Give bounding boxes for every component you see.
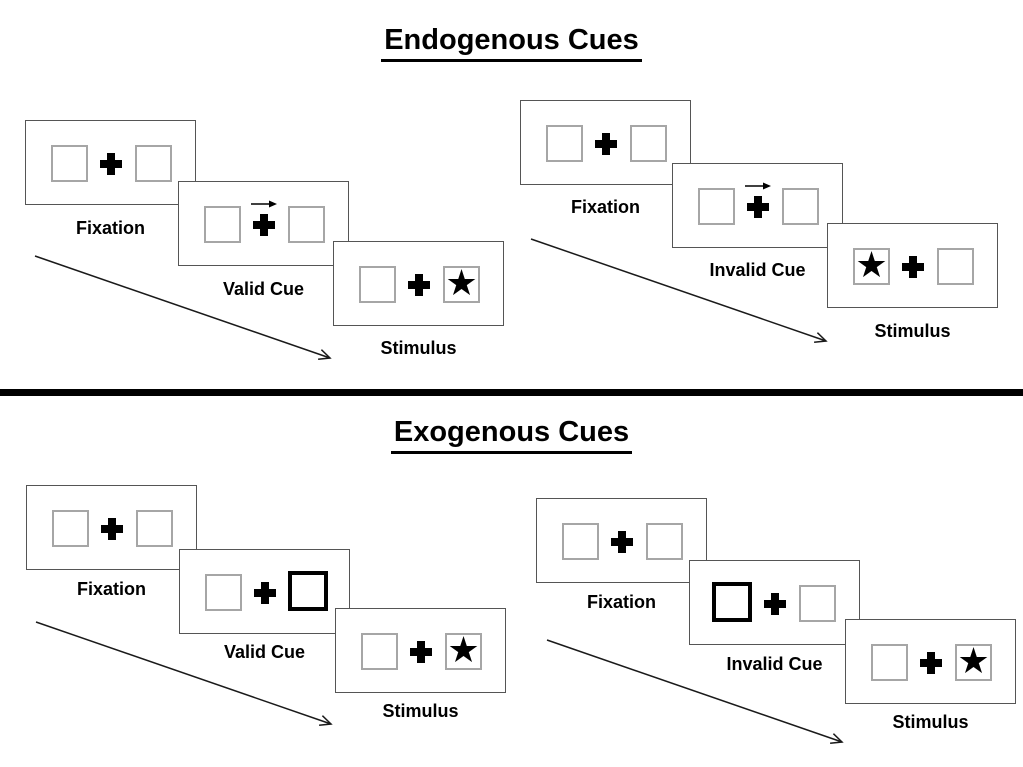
left-box	[359, 266, 396, 303]
panel-exo-valid-cue	[179, 549, 350, 634]
panel-label: Fixation	[75, 218, 145, 238]
right-box	[646, 523, 683, 560]
fixation-cross-icon	[407, 274, 430, 296]
panel-label: Fixation	[76, 579, 146, 599]
panel-label: Stimulus	[874, 321, 951, 341]
panel-label: Stimulus	[380, 338, 457, 358]
section-title-exogenous: Exogenous Cues	[0, 416, 1023, 454]
star-icon: ★	[957, 641, 990, 682]
left-box	[698, 188, 735, 225]
timeline-arrow	[546, 639, 844, 744]
panel-endo-invalid-cue	[672, 163, 843, 248]
fixation-cross-icon	[253, 582, 276, 604]
panel-endo-invalid-stimulus: ★	[827, 223, 998, 308]
timeline-arrow	[35, 621, 333, 726]
right-box	[135, 145, 172, 182]
fixation-cross-icon	[746, 196, 769, 218]
right-box	[937, 248, 974, 285]
section-divider	[0, 389, 1023, 396]
left-box	[51, 145, 88, 182]
fixation-cross-icon	[763, 593, 786, 615]
panel-label: Valid Cue	[223, 642, 306, 662]
left-box	[546, 125, 583, 162]
panel-endo-valid-stimulus: ★	[333, 241, 504, 326]
bold-cue-box	[288, 571, 328, 611]
timeline-arrow	[530, 238, 828, 343]
panel-label: Fixation	[570, 197, 640, 217]
left-box	[52, 510, 89, 547]
left-box	[205, 574, 242, 611]
right-box	[782, 188, 819, 225]
fixation-cross-icon	[99, 153, 122, 175]
fixation-cross-icon	[901, 256, 924, 278]
timeline-arrow	[34, 255, 332, 360]
fixation-cross-icon	[409, 641, 432, 663]
section-title-endogenous: Endogenous Cues	[0, 24, 1023, 62]
panel-exo-invalid-stimulus: ★	[845, 619, 1016, 704]
panel-endo-valid-cue	[178, 181, 349, 266]
bold-cue-box	[712, 582, 752, 622]
panel-label: Invalid Cue	[726, 654, 823, 674]
right-arrow-icon	[744, 182, 771, 190]
right-box	[799, 585, 836, 622]
panel-label: Valid Cue	[222, 279, 305, 299]
fixation-cross-icon	[252, 214, 275, 236]
left-box	[871, 644, 908, 681]
panel-exo-invalid-cue	[689, 560, 860, 645]
left-box: ★	[853, 248, 890, 285]
fixation-cross-icon	[919, 652, 942, 674]
fixation-cross-icon	[594, 133, 617, 155]
panel-endo-valid-fixation	[25, 120, 196, 205]
panel-exo-invalid-fixation	[536, 498, 707, 583]
star-icon: ★	[855, 245, 888, 286]
section-title-text: Exogenous Cues	[390, 416, 633, 454]
left-box	[204, 206, 241, 243]
right-box: ★	[443, 266, 480, 303]
section-title-text: Endogenous Cues	[381, 24, 642, 62]
panel-label: Stimulus	[892, 712, 969, 732]
panel-label: Stimulus	[382, 701, 459, 721]
fixation-cross-icon	[100, 518, 123, 540]
fixation-cross-icon	[610, 531, 633, 553]
panel-endo-invalid-fixation	[520, 100, 691, 185]
panel-label: Invalid Cue	[709, 260, 806, 280]
panel-exo-valid-stimulus: ★	[335, 608, 506, 693]
right-box	[630, 125, 667, 162]
star-icon: ★	[445, 263, 478, 304]
right-box: ★	[955, 644, 992, 681]
left-box	[562, 523, 599, 560]
star-icon: ★	[447, 630, 480, 671]
left-box	[361, 633, 398, 670]
right-box	[136, 510, 173, 547]
right-arrow-icon	[250, 200, 277, 208]
panel-label: Fixation	[586, 592, 656, 612]
right-box: ★	[445, 633, 482, 670]
panel-exo-valid-fixation	[26, 485, 197, 570]
right-box	[288, 206, 325, 243]
